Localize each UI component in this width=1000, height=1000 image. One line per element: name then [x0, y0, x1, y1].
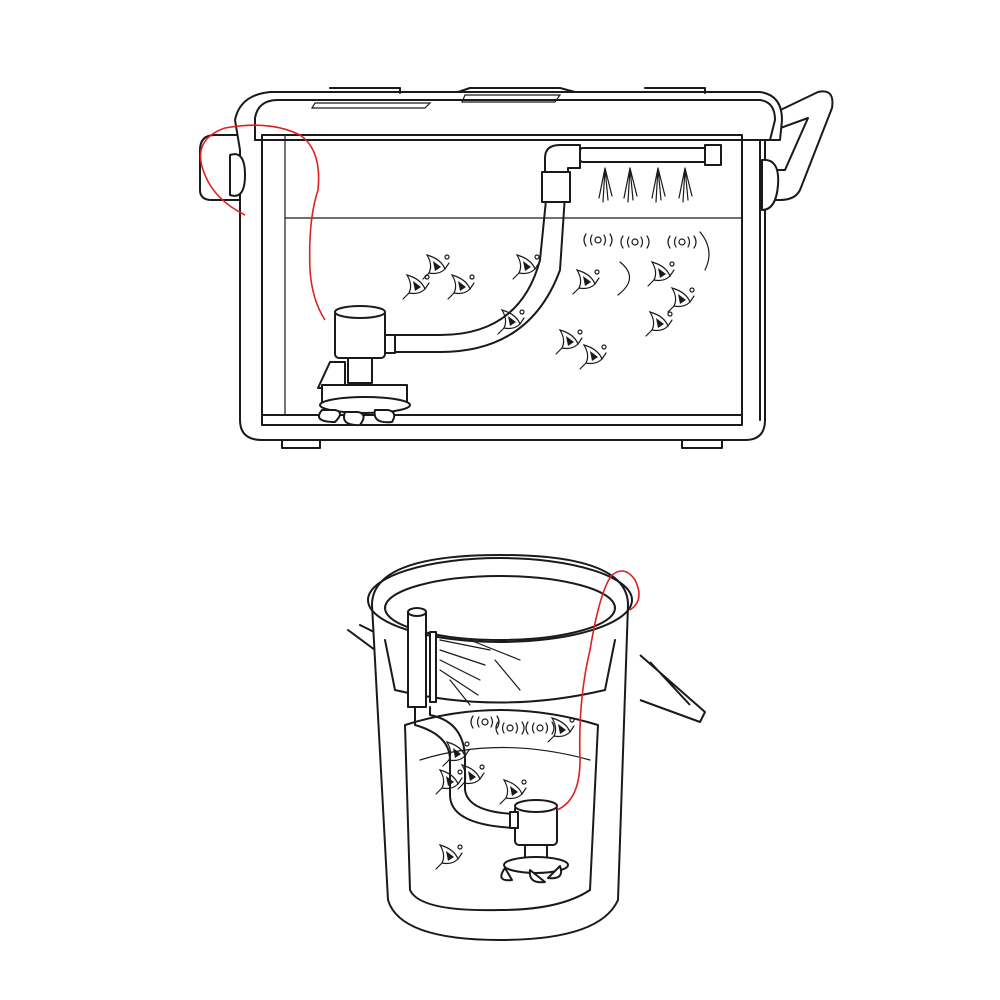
bucket-interior: [404, 709, 599, 912]
submersible-pump: [317, 305, 411, 427]
bucket-hose: [414, 706, 516, 829]
bucket-aquarium: [347, 554, 706, 941]
power-wire: [199, 124, 326, 321]
water-line: [284, 134, 743, 416]
cooler-interior: [261, 134, 743, 426]
bucket-handle: [639, 654, 706, 723]
spray-bar: [579, 147, 719, 163]
bucket-rim: [367, 557, 633, 643]
cooler-lid: [254, 99, 776, 141]
cooler-aquarium: [199, 87, 834, 449]
bucket-submersible-pump: [500, 799, 569, 884]
spray-outlet: [407, 611, 427, 708]
bucket-power-wire: [556, 570, 640, 811]
